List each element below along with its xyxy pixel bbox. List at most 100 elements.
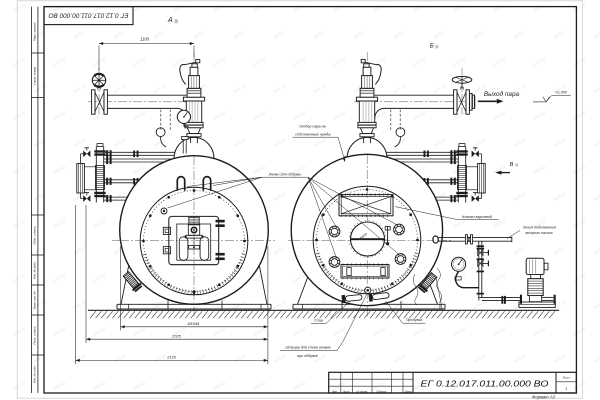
svg-text:Лючки для обдувки: Лючки для обдувки <box>268 172 302 176</box>
svg-text:кврб.ру: кврб.ру <box>412 379 427 391</box>
svg-text:кврб.ру: кврб.ру <box>172 325 187 337</box>
svg-text:кврб.ру: кврб.ру <box>392 82 407 94</box>
svg-text:кврб.ру: кврб.ру <box>572 271 587 283</box>
svg-text:кврб.ру: кврб.ру <box>52 379 67 391</box>
svg-text:кврб.ру: кврб.ру <box>592 28 600 40</box>
svg-text:кврб.ру: кврб.ру <box>112 244 127 256</box>
svg-text:кврб.ру: кврб.ру <box>12 163 27 175</box>
svg-text:кврб.ру: кврб.ру <box>52 325 67 337</box>
svg-text:кврб.ру: кврб.ру <box>352 28 367 40</box>
svg-text:кврб.ру: кврб.ру <box>212 325 227 337</box>
svg-text:кврб.ру: кврб.ру <box>532 217 547 229</box>
svg-text:кврб.ру: кврб.ру <box>452 325 467 337</box>
svg-text:кврб.ру: кврб.ру <box>132 109 147 121</box>
svg-text:кврб.ру: кврб.ру <box>292 271 307 283</box>
svg-text:кврб.ру: кврб.ру <box>492 55 507 67</box>
svg-text:кврб.ру: кврб.ру <box>492 109 507 121</box>
svg-text:кврб.ру: кврб.ру <box>432 190 447 202</box>
svg-text:Изм: Изм <box>332 389 337 393</box>
svg-text:кврб.ру: кврб.ру <box>512 244 527 256</box>
svg-text:кврб.ру: кврб.ру <box>452 217 467 229</box>
svg-text:ЕГ 0.12.017.011.00.000 ВО: ЕГ 0.12.017.011.00.000 ВО <box>421 379 549 388</box>
svg-text:1100: 1100 <box>140 37 150 42</box>
svg-text:кврб.ру: кврб.ру <box>72 244 87 256</box>
svg-text:кврб.ру: кврб.ру <box>172 55 187 67</box>
svg-text:А: А <box>167 15 173 24</box>
svg-text:кврб.ру: кврб.ру <box>112 28 127 40</box>
svg-text:кврб.ру: кврб.ру <box>232 136 247 148</box>
svg-text:кврб.ру: кврб.ру <box>532 325 547 337</box>
svg-text:Формат А3: Формат А3 <box>532 394 556 399</box>
svg-text:кврб.ру: кврб.ру <box>532 379 547 391</box>
svg-text:при обдувке: при обдувке <box>297 354 318 358</box>
svg-text:кврб.ру: кврб.ру <box>392 28 407 40</box>
svg-text:кврб.ру: кврб.ру <box>512 190 527 202</box>
svg-text:кврб.ру: кврб.ру <box>112 82 127 94</box>
svg-text:кврб.ру: кврб.ру <box>332 325 347 337</box>
svg-text:кврб.ру: кврб.ру <box>272 82 287 94</box>
svg-text:кврб.ру: кврб.ру <box>572 1 587 13</box>
svg-text:кврб.ру: кврб.ру <box>12 325 27 337</box>
svg-text:кврб.ру: кврб.ру <box>252 163 267 175</box>
svg-text:Отбор пара на: Отбор пара на <box>299 125 325 129</box>
svg-text:Инв. № подл.: Инв. № подл. <box>33 365 37 383</box>
svg-text:кврб.ру: кврб.ру <box>92 271 107 283</box>
svg-text:кврб.ру: кврб.ру <box>532 55 547 67</box>
svg-text:Клапан взрывной: Клапан взрывной <box>462 215 492 219</box>
svg-text:кврб.ру: кврб.ру <box>372 55 387 67</box>
svg-text:кврб.ру: кврб.ру <box>412 163 427 175</box>
svg-text:кврб.ру: кврб.ру <box>132 55 147 67</box>
svg-text:кврб.ру: кврб.ру <box>592 244 600 256</box>
svg-text:1: 1 <box>565 387 567 391</box>
svg-text:кврб.ру: кврб.ру <box>292 163 307 175</box>
svg-text:кврб.ру: кврб.ру <box>52 163 67 175</box>
svg-text:Выход пара: Выход пара <box>484 90 520 98</box>
svg-text:кврб.ру: кврб.ру <box>452 55 467 67</box>
svg-text:кврб.ру: кврб.ру <box>512 82 527 94</box>
svg-text:Лист: Лист <box>342 389 351 393</box>
svg-text:кврб.ру: кврб.ру <box>372 325 387 337</box>
svg-text:кврб.ру: кврб.ру <box>52 271 67 283</box>
svg-text:кврб.ру: кврб.ру <box>452 109 467 121</box>
svg-text:кврб.ру: кврб.ру <box>432 352 447 364</box>
svg-text:№ докум.: № докум. <box>356 389 368 393</box>
svg-text:кврб.ру: кврб.ру <box>352 82 367 94</box>
svg-text:кврб.ру: кврб.ру <box>12 1 27 13</box>
svg-text:кврб.ру: кврб.ру <box>272 298 287 310</box>
svg-text:кврб.ру: кврб.ру <box>492 379 507 391</box>
svg-text:Линия подключения: Линия подключения <box>522 226 556 230</box>
svg-text:кврб.ру: кврб.ру <box>512 298 527 310</box>
svg-text:кврб.ру: кврб.ру <box>552 190 567 202</box>
svg-text:кврб.ру: кврб.ру <box>552 136 567 148</box>
svg-text:кврб.ру: кврб.ру <box>472 82 487 94</box>
svg-text:кврб.ру: кврб.ру <box>572 325 587 337</box>
svg-text:Ø400: Ø400 <box>358 232 368 241</box>
svg-text:кврб.ру: кврб.ру <box>272 136 287 148</box>
svg-text:кврб.ру: кврб.ру <box>292 109 307 121</box>
svg-text:кврб.ру: кврб.ру <box>472 244 487 256</box>
svg-text:кврб.ру: кврб.ру <box>332 109 347 121</box>
svg-text:кврб.ру: кврб.ру <box>32 298 47 310</box>
svg-text:кврб.ру: кврб.ру <box>372 379 387 391</box>
svg-text:кврб.ру: кврб.ру <box>432 82 447 94</box>
svg-text:кврб.ру: кврб.ру <box>112 136 127 148</box>
svg-text:кврб.ру: кврб.ру <box>12 55 27 67</box>
svg-text:Дата: Дата <box>404 389 412 393</box>
svg-text:Подпись: Подпись <box>377 389 388 393</box>
svg-text:кврб.ру: кврб.ру <box>52 217 67 229</box>
svg-text:+2,350: +2,350 <box>555 90 568 95</box>
svg-text:кврб.ру: кврб.ру <box>372 109 387 121</box>
svg-text:кврб.ру: кврб.ру <box>132 163 147 175</box>
svg-text:кврб.ру: кврб.ру <box>592 190 600 202</box>
svg-text:Подп. и дата: Подп. и дата <box>33 226 37 244</box>
svg-text:Справ. номер: Справ. номер <box>33 66 37 85</box>
svg-text:кврб.ру: кврб.ру <box>72 298 87 310</box>
svg-text:кврб.ру: кврб.ру <box>292 55 307 67</box>
svg-text:кврб.ру: кврб.ру <box>152 28 167 40</box>
svg-text:кврб.ру: кврб.ру <box>592 298 600 310</box>
svg-text:кврб.ру: кврб.ру <box>72 136 87 148</box>
svg-text:кврб.ру: кврб.ру <box>252 55 267 67</box>
svg-text:Ø1646: Ø1646 <box>187 321 201 326</box>
svg-text:кврб.ру: кврб.ру <box>32 244 47 256</box>
svg-text:кврб.ру: кврб.ру <box>332 55 347 67</box>
